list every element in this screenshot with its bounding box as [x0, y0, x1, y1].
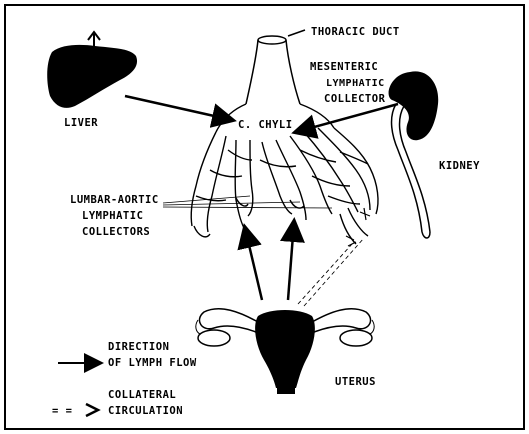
legend-direction-line2: OF LYMPH FLOW [108, 357, 197, 369]
thoracic-duct-label: THORACIC DUCT [311, 26, 400, 38]
c-chyli-label: C. CHYLI [238, 119, 293, 131]
lumbar-pointer-lines [163, 196, 332, 208]
legend-collateral-arrowhead-icon [86, 404, 98, 416]
collateral-dashed-lines [298, 238, 364, 306]
legend-collateral-line1: COLLATERAL [108, 389, 176, 401]
mesenteric-label-line3: COLLECTOR [324, 93, 386, 105]
thoracic-duct-shape [246, 30, 305, 104]
mesenteric-label-line1: MESENTERIC [310, 61, 378, 73]
kidney-shape [389, 71, 439, 238]
kidney-label: KIDNEY [439, 160, 480, 172]
legend-direction-line1: DIRECTION [108, 341, 169, 353]
lumbar-label-line2: LYMPHATIC [82, 210, 143, 222]
liver-to-chyli-arrow [125, 96, 232, 120]
lumbar-label-line3: COLLECTORS [82, 226, 150, 238]
mesenteric-label-line2: LYMPHATIC [326, 78, 385, 89]
uterus-to-right-collector-arrow [288, 222, 294, 300]
liver-label: LIVER [64, 117, 98, 129]
liver-shape [47, 32, 137, 108]
lumbar-label-line1: LUMBAR-AORTIC [70, 194, 159, 206]
uterus-label: UTERUS [335, 376, 376, 388]
uterus-to-left-collector-arrow [245, 228, 262, 300]
legend-collateral-line2: CIRCULATION [108, 405, 183, 417]
legend-collateral-symbol: = = [52, 405, 72, 417]
